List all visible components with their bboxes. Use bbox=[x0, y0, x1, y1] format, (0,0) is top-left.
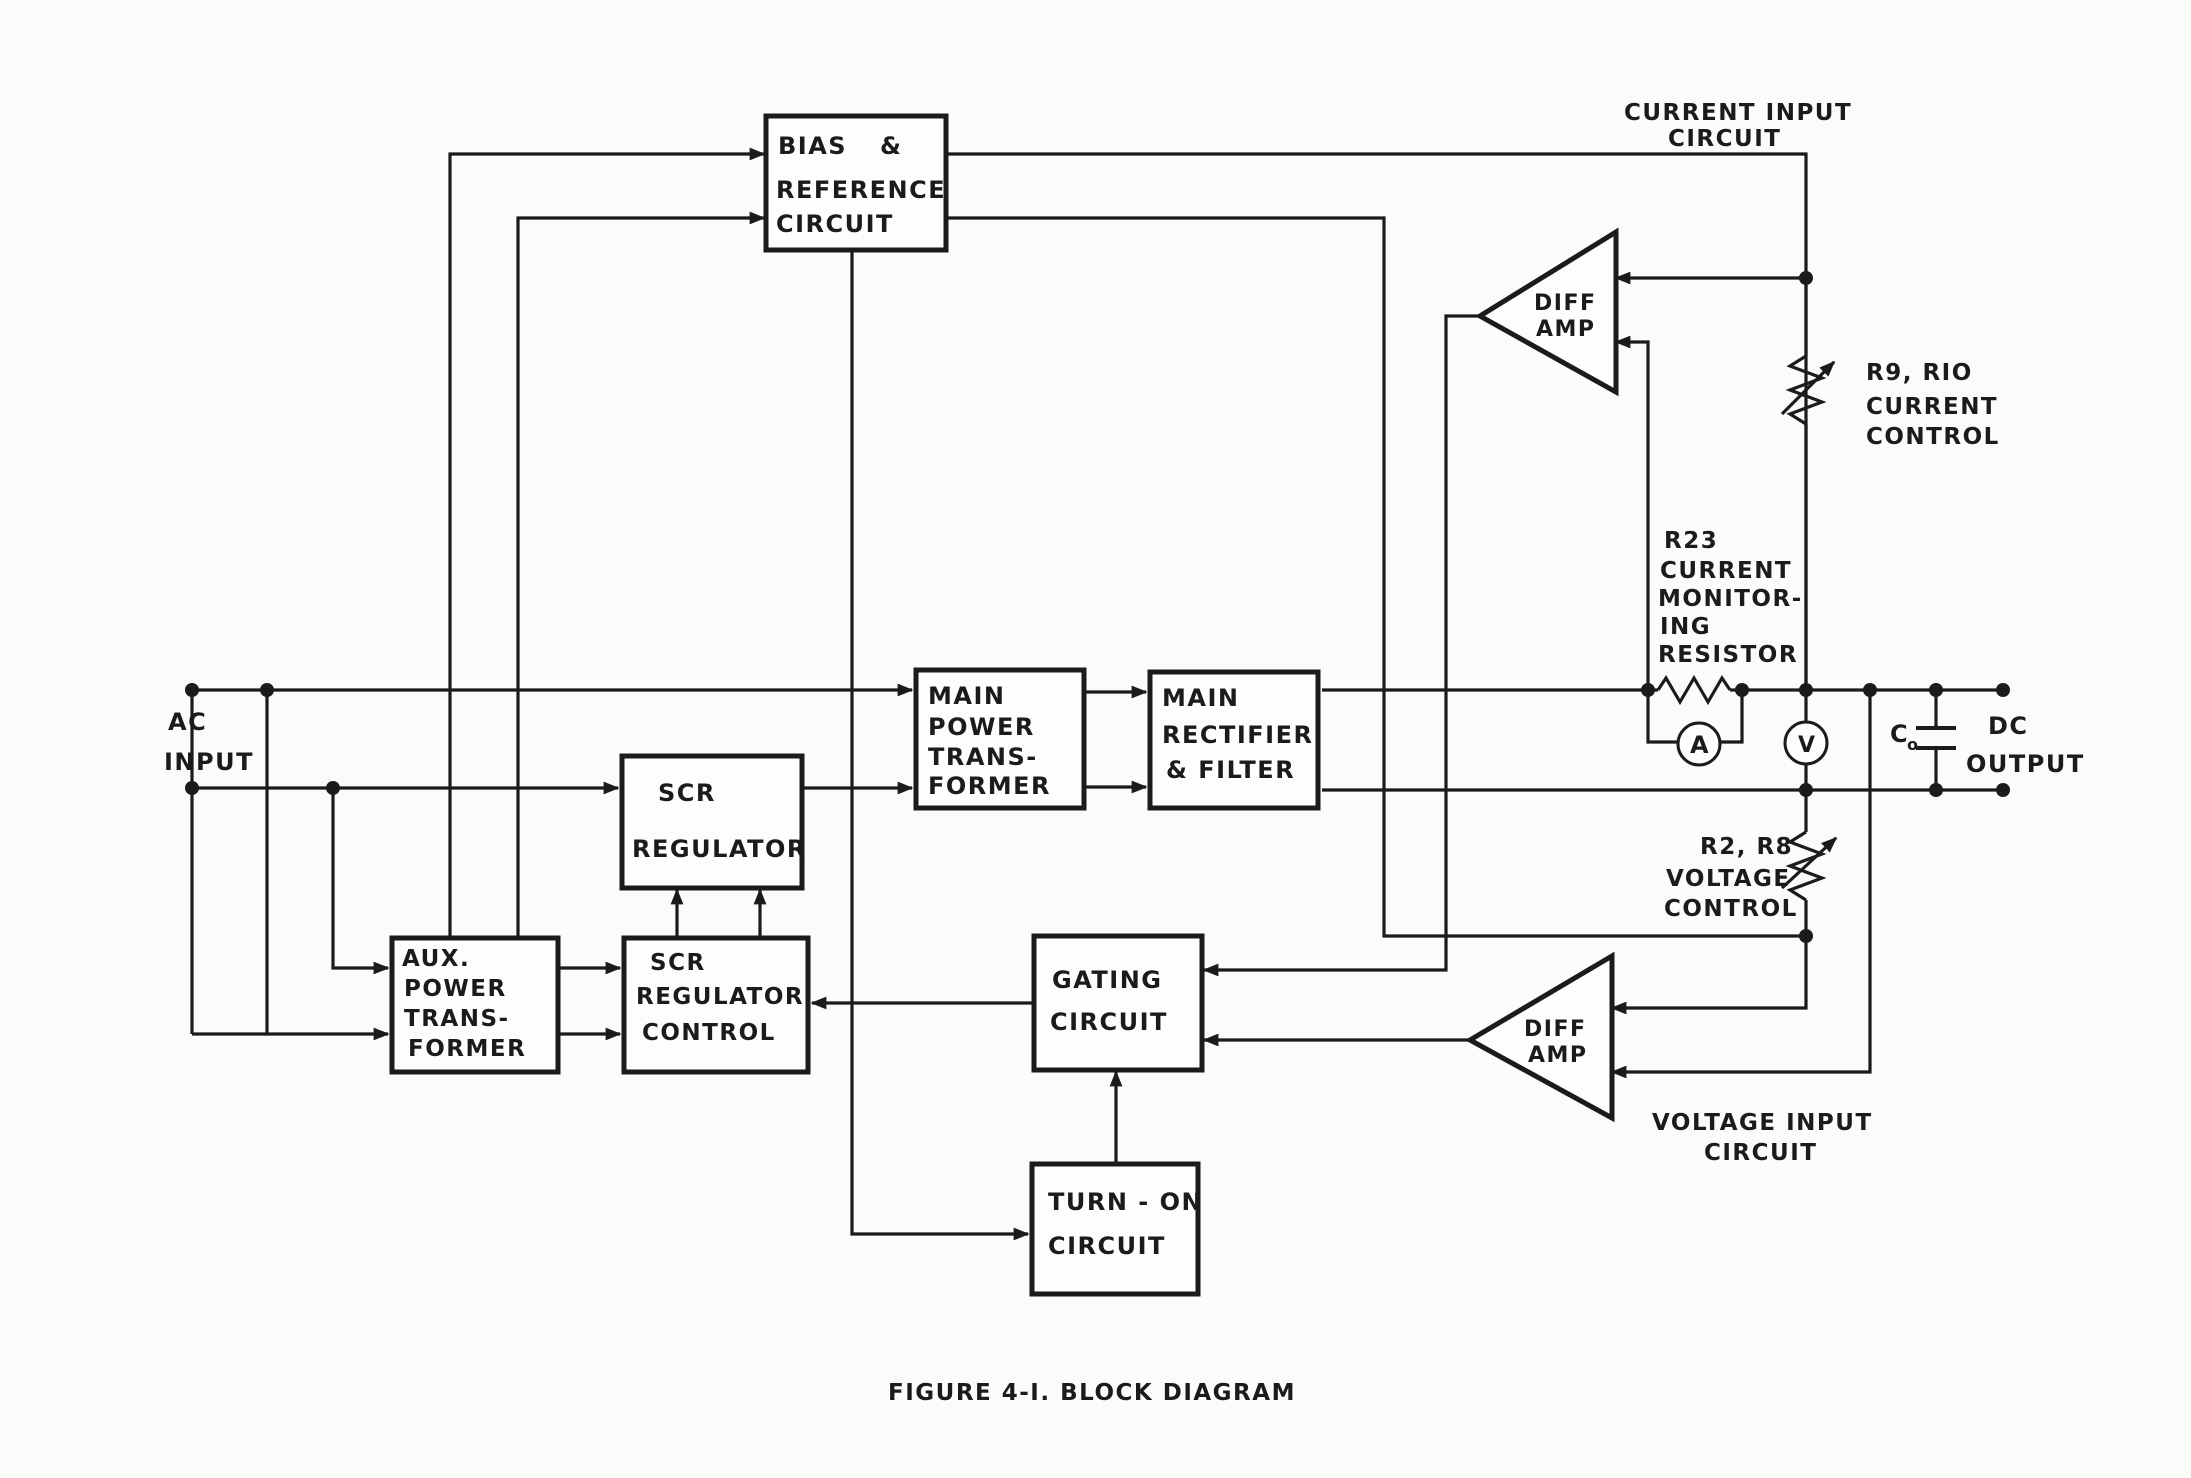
resistor-label: RESISTOR bbox=[1658, 642, 1798, 668]
dc-output-label: DC OUTPUT bbox=[1966, 712, 2085, 778]
monitor-label: MONITOR- bbox=[1658, 586, 1803, 612]
current-monitoring-resistor-label: R23 CURRENT MONITOR- ING RESISTOR bbox=[1658, 528, 1803, 668]
voltage-input-label: VOLTAGE INPUT bbox=[1652, 1110, 1873, 1136]
voltmeter-icon: V bbox=[1783, 720, 1829, 766]
figure-caption: FIGURE 4-I. BLOCK DIAGRAM bbox=[888, 1380, 1296, 1406]
regulator-label: REGULATOR bbox=[632, 835, 807, 863]
ing-label: ING bbox=[1660, 614, 1711, 640]
scr-label: SCR bbox=[658, 779, 716, 807]
trans-label: TRANS- bbox=[404, 1006, 510, 1032]
main-rectifier-filter-block: MAIN RECTIFIER & FILTER bbox=[1147, 669, 1321, 811]
diff-label: DIFF bbox=[1524, 1017, 1587, 1042]
aux-label: AUX. bbox=[402, 946, 470, 972]
scr-regulator-control-block: SCR REGULATOR CONTROL bbox=[621, 935, 811, 1075]
rectifier-label: RECTIFIER bbox=[1162, 721, 1314, 749]
r23-label: R23 bbox=[1664, 528, 1718, 554]
gating-circuit-block: GATING CIRCUIT bbox=[1031, 933, 1205, 1073]
scr-regulator-block: SCR REGULATOR bbox=[619, 753, 807, 891]
current-control-label: R9, RIO CURRENT CONTROL bbox=[1866, 360, 2000, 450]
former-label: FORMER bbox=[408, 1036, 526, 1062]
control-label: CONTROL bbox=[1664, 896, 1798, 922]
ammeter-icon: A bbox=[1676, 721, 1722, 767]
main-label: MAIN bbox=[1162, 684, 1239, 712]
circuit-label: CIRCUIT bbox=[1668, 126, 1781, 152]
junction-dots bbox=[185, 271, 2010, 943]
r2-r8-label: R2, R8 bbox=[1700, 834, 1793, 860]
aux-power-transformer-block: AUX. POWER TRANS- FORMER bbox=[389, 935, 561, 1075]
filter-label: & FILTER bbox=[1166, 756, 1295, 784]
reference-label: REFERENCE bbox=[776, 176, 946, 204]
current-input-circuit-label: CURRENT INPUT CIRCUIT bbox=[1624, 100, 1852, 152]
diff-amp-current: DIFF AMP bbox=[1475, 227, 1619, 397]
turn-on-label: TURN - ON bbox=[1048, 1188, 1203, 1216]
wires bbox=[192, 147, 2003, 1241]
voltage-input-circuit-label: VOLTAGE INPUT CIRCUIT bbox=[1652, 1110, 1873, 1166]
r9-r10-label: R9, RIO bbox=[1866, 360, 1973, 386]
gating-label: GATING bbox=[1052, 966, 1163, 994]
bias-circuit-label: CIRCUIT bbox=[776, 210, 894, 238]
amp-label: AMP bbox=[1528, 1043, 1588, 1068]
former-label: FORMER bbox=[928, 772, 1051, 800]
bias-amp-label: & bbox=[880, 132, 902, 160]
ac-label: AC bbox=[168, 708, 207, 736]
scr-label: SCR bbox=[650, 950, 706, 976]
ac-input-label: AC INPUT bbox=[164, 708, 254, 776]
current-label: CURRENT bbox=[1660, 558, 1792, 584]
circuit-label: CIRCUIT bbox=[1048, 1232, 1166, 1260]
bias-label: BIAS bbox=[778, 132, 847, 160]
ammeter-label: A bbox=[1690, 731, 1710, 759]
capacitor-c: C bbox=[1890, 720, 1909, 748]
capacitor-subscript: o bbox=[1907, 735, 1920, 754]
trans-label: TRANS- bbox=[928, 743, 1038, 771]
circuit-label: CIRCUIT bbox=[1050, 1008, 1168, 1036]
input-label: INPUT bbox=[164, 748, 254, 776]
voltmeter-label: V bbox=[1798, 733, 1817, 758]
voltage-control-label: R2, R8 VOLTAGE CONTROL bbox=[1664, 834, 1798, 922]
circuit-label: CIRCUIT bbox=[1704, 1140, 1817, 1166]
turn-on-circuit-block: TURN - ON CIRCUIT bbox=[1029, 1161, 1203, 1297]
main-label: MAIN bbox=[928, 682, 1005, 710]
diff-amp-voltage: DIFF AMP bbox=[1464, 951, 1615, 1123]
capacitor-label: C o bbox=[1890, 720, 1920, 754]
main-power-transformer-block: MAIN POWER TRANS- FORMER bbox=[913, 667, 1087, 811]
current-input-label: CURRENT INPUT bbox=[1624, 100, 1852, 126]
power-label: POWER bbox=[404, 976, 507, 1002]
dc-label: DC bbox=[1988, 712, 2029, 740]
amp-label: AMP bbox=[1536, 317, 1596, 342]
voltage-label: VOLTAGE bbox=[1666, 866, 1791, 892]
control-label: CONTROL bbox=[1866, 424, 2000, 450]
diff-label: DIFF bbox=[1534, 291, 1597, 316]
power-label: POWER bbox=[928, 713, 1035, 741]
output-label: OUTPUT bbox=[1966, 750, 2085, 778]
bias-reference-block: BIAS & REFERENCE CIRCUIT bbox=[763, 113, 949, 253]
regulator-label: REGULATOR bbox=[636, 984, 804, 1010]
current-label: CURRENT bbox=[1866, 394, 1998, 420]
ac-input-terminals bbox=[190, 690, 267, 1036]
control-label: CONTROL bbox=[642, 1020, 776, 1046]
